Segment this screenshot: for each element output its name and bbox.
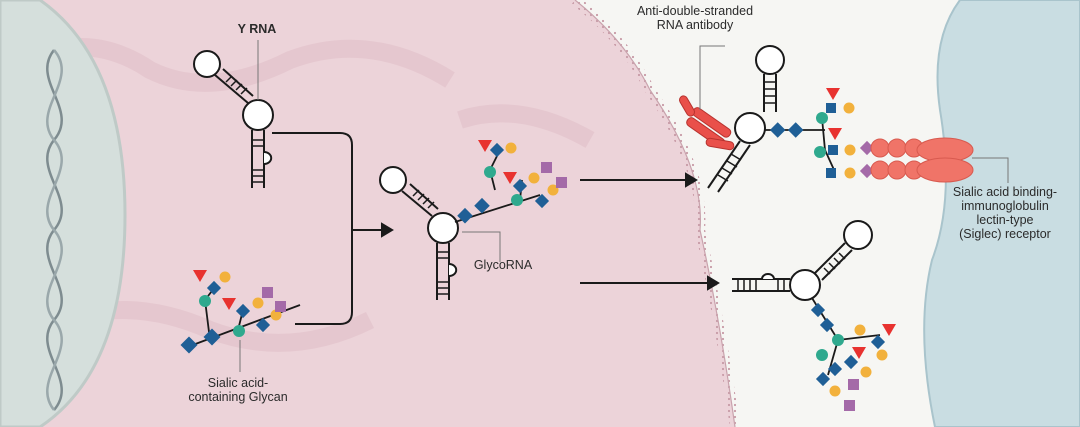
label-siglec-line2: immunoglobulin bbox=[961, 199, 1049, 213]
glycan-free bbox=[180, 270, 301, 354]
label-glycorna: GlycoRNA bbox=[473, 258, 533, 272]
export-arrows bbox=[580, 172, 720, 291]
surface-glycan-bound bbox=[765, 88, 875, 179]
label-antibody-line1: Anti-double-stranded bbox=[636, 4, 754, 18]
label-siglec-line3: lectin-type bbox=[976, 213, 1034, 227]
combine-arrow bbox=[272, 132, 394, 325]
antibody bbox=[679, 95, 735, 151]
label-glycan: Sialic acid- containing Glycan bbox=[168, 376, 308, 404]
siglec-receptor bbox=[870, 137, 974, 183]
surface-glycorna-bound bbox=[707, 45, 785, 193]
label-glycan-line2: containing Glycan bbox=[188, 390, 288, 404]
receptor-cell bbox=[923, 0, 1080, 427]
antibody-leader bbox=[699, 45, 725, 110]
label-siglec-line4: (Siglec) receptor bbox=[959, 227, 1051, 241]
surface-glycorna-free bbox=[732, 220, 873, 301]
glycorna-glycan bbox=[454, 140, 567, 224]
dna-helix bbox=[46, 49, 63, 411]
label-siglec: Sialic acid binding- immunoglobulin lect… bbox=[930, 185, 1080, 241]
label-antibody: Anti-double-stranded RNA antibody bbox=[610, 4, 780, 32]
label-antibody-line2: RNA antibody bbox=[656, 18, 734, 32]
glycorna-leader bbox=[462, 231, 501, 262]
siglec-leader bbox=[972, 157, 1009, 183]
glycorna bbox=[379, 166, 459, 300]
surface-glycan-free bbox=[810, 297, 896, 411]
label-glycan-line1: Sialic acid- bbox=[207, 376, 269, 390]
label-y-rna: Y RNA bbox=[237, 22, 277, 36]
label-siglec-line1: Sialic acid binding- bbox=[952, 185, 1058, 199]
